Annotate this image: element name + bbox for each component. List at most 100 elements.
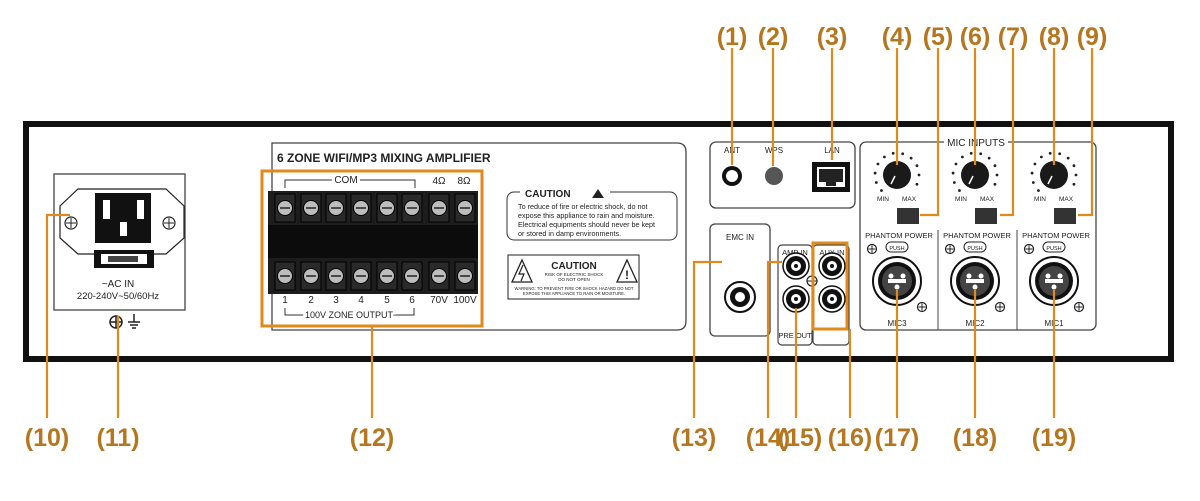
knob-scale-dot bbox=[873, 171, 877, 175]
callout-1: (1) bbox=[717, 23, 748, 51]
speaker-terminal-top-6[interactable] bbox=[401, 193, 423, 223]
knob-scale-dot bbox=[1030, 171, 1034, 175]
callout-7: (7) bbox=[998, 23, 1029, 51]
aux-in-rca-jack-left[interactable] bbox=[818, 252, 846, 280]
speaker-terminal-bottom-5[interactable] bbox=[376, 261, 398, 291]
phantom-power-switch[interactable] bbox=[1054, 208, 1076, 224]
terminal-output-labels: 1 2 3 4 5 6 70V 100V bbox=[282, 295, 477, 306]
knob-scale-dot bbox=[987, 156, 991, 160]
knob-scale-dot bbox=[915, 164, 919, 168]
knob-max-label: MAX bbox=[980, 196, 995, 203]
speaker-terminal-top-4[interactable] bbox=[350, 193, 372, 223]
mic-volume-knob[interactable] bbox=[883, 161, 911, 189]
wps-button[interactable] bbox=[765, 167, 783, 185]
speaker-terminal-top-3[interactable] bbox=[325, 193, 347, 223]
4-ohm-label: 4Ω bbox=[432, 176, 446, 187]
callout-6: (6) bbox=[960, 23, 991, 51]
svg-text:6: 6 bbox=[409, 295, 415, 306]
callout-19: (19) bbox=[1032, 424, 1076, 452]
callout-4: (4) bbox=[882, 23, 913, 51]
xlr-combo-jack[interactable] bbox=[950, 256, 1000, 306]
caution-line: or stored in damp environments. bbox=[518, 229, 621, 238]
speaker-terminal-bottom-4[interactable] bbox=[350, 261, 372, 291]
knob-max-label: MAX bbox=[902, 196, 917, 203]
knob-scale-dot bbox=[1031, 181, 1035, 184]
knob-scale-dot bbox=[1039, 155, 1043, 159]
callout-labels: (1) (2) (3) (4) (5) (6) (7) (8) (9) (10)… bbox=[25, 23, 1108, 452]
mic-volume-knob[interactable] bbox=[1040, 161, 1068, 189]
phantom-power-switch[interactable] bbox=[897, 208, 919, 224]
warning-icon bbox=[592, 189, 604, 198]
knob-scale-dot bbox=[952, 181, 956, 184]
svg-text:4: 4 bbox=[358, 295, 364, 306]
phantom-power-switch[interactable] bbox=[975, 208, 997, 224]
xlr-combo-jack[interactable] bbox=[872, 256, 922, 306]
phantom-power-label: PHANTOM POWER bbox=[1022, 231, 1090, 240]
knob-max-label: MAX bbox=[1059, 196, 1074, 203]
speaker-terminal-top-8[interactable] bbox=[454, 193, 476, 223]
svg-text:PUSH: PUSH bbox=[1046, 246, 1061, 252]
callout-17: (17) bbox=[875, 424, 919, 452]
knob-scale-dot bbox=[1072, 164, 1076, 168]
knob-scale-dot bbox=[995, 173, 999, 177]
caution-label-sub: RISK OF ELECTRIC SHOCK bbox=[545, 272, 604, 277]
speaker-terminal-bottom-8[interactable] bbox=[454, 261, 476, 291]
phantom-power-label: PHANTOM POWER bbox=[943, 231, 1011, 240]
ac-in-label: ~AC IN bbox=[102, 279, 135, 290]
speaker-terminal-top-5[interactable] bbox=[376, 193, 398, 223]
speaker-terminal-bottom-3[interactable] bbox=[325, 261, 347, 291]
caution-heading: CAUTION bbox=[525, 189, 571, 200]
antenna-connector-icon bbox=[722, 166, 742, 186]
knob-scale-dot bbox=[901, 152, 905, 156]
speaker-terminal-top-1[interactable] bbox=[274, 193, 296, 223]
callout-11: (11) bbox=[96, 424, 139, 452]
speaker-terminal-bottom-1[interactable] bbox=[274, 261, 296, 291]
emc-in-label: EMC IN bbox=[726, 233, 754, 242]
callout-14: (14) bbox=[746, 424, 790, 452]
knob-scale-dot bbox=[979, 152, 983, 156]
callout-13: (13) bbox=[672, 424, 716, 452]
caution-label-sub: DO NOT OPEN bbox=[558, 277, 589, 282]
caution-line: expose this appliance to rain and moistu… bbox=[518, 211, 655, 220]
callout-12: (12) bbox=[350, 424, 394, 452]
knob-scale-dot bbox=[954, 162, 958, 166]
svg-text:1: 1 bbox=[282, 295, 288, 306]
svg-text:PUSH: PUSH bbox=[889, 246, 904, 252]
callout-10: (10) bbox=[25, 424, 69, 452]
xlr-combo-jack[interactable] bbox=[1029, 256, 1079, 306]
caution-label: ! bbox=[507, 254, 640, 300]
knob-scale-dot bbox=[1072, 182, 1076, 186]
caution-label-warning: EXPOSE THIS APPLIANCE TO RAIN OR MOISTUR… bbox=[523, 291, 625, 296]
mic-inputs-label: MIC INPUTS bbox=[947, 138, 1005, 149]
knob-scale-dot bbox=[960, 155, 964, 159]
zone-output-label: 100V ZONE OUTPUT bbox=[305, 310, 394, 320]
callout-5: (5) bbox=[923, 23, 954, 51]
callout-3: (3) bbox=[817, 23, 848, 51]
knob-scale-dot bbox=[1058, 152, 1062, 156]
knob-scale-dot bbox=[915, 182, 919, 186]
knob-scale-dot bbox=[1066, 156, 1070, 160]
mic-volume-knob[interactable] bbox=[961, 161, 989, 189]
knob-scale-dot bbox=[1037, 189, 1040, 192]
amp-in-rca-jack[interactable] bbox=[782, 252, 810, 280]
speaker-terminal-bottom-6[interactable] bbox=[401, 261, 423, 291]
knob-scale-dot bbox=[891, 151, 895, 155]
knob-min-label: MIN bbox=[955, 196, 967, 203]
knob-scale-dot bbox=[1074, 173, 1078, 177]
caution-line: Electrical equipments should never be ke… bbox=[518, 220, 655, 229]
speaker-terminal-bottom-2[interactable] bbox=[300, 261, 322, 291]
speaker-terminal-bottom-7[interactable] bbox=[428, 261, 450, 291]
voltage-rating-label: 220-240V~50/60Hz bbox=[77, 291, 159, 302]
speaker-terminal-top-2[interactable] bbox=[300, 193, 322, 223]
speaker-terminal-top-7[interactable] bbox=[428, 193, 450, 223]
callout-2: (2) bbox=[758, 23, 789, 51]
knob-scale-dot bbox=[874, 181, 878, 184]
knob-scale-dot bbox=[876, 162, 880, 166]
knob-scale-dot bbox=[882, 155, 886, 159]
aux-in-rca-jack-right[interactable] bbox=[818, 285, 846, 313]
knob-scale-dot bbox=[993, 164, 997, 168]
